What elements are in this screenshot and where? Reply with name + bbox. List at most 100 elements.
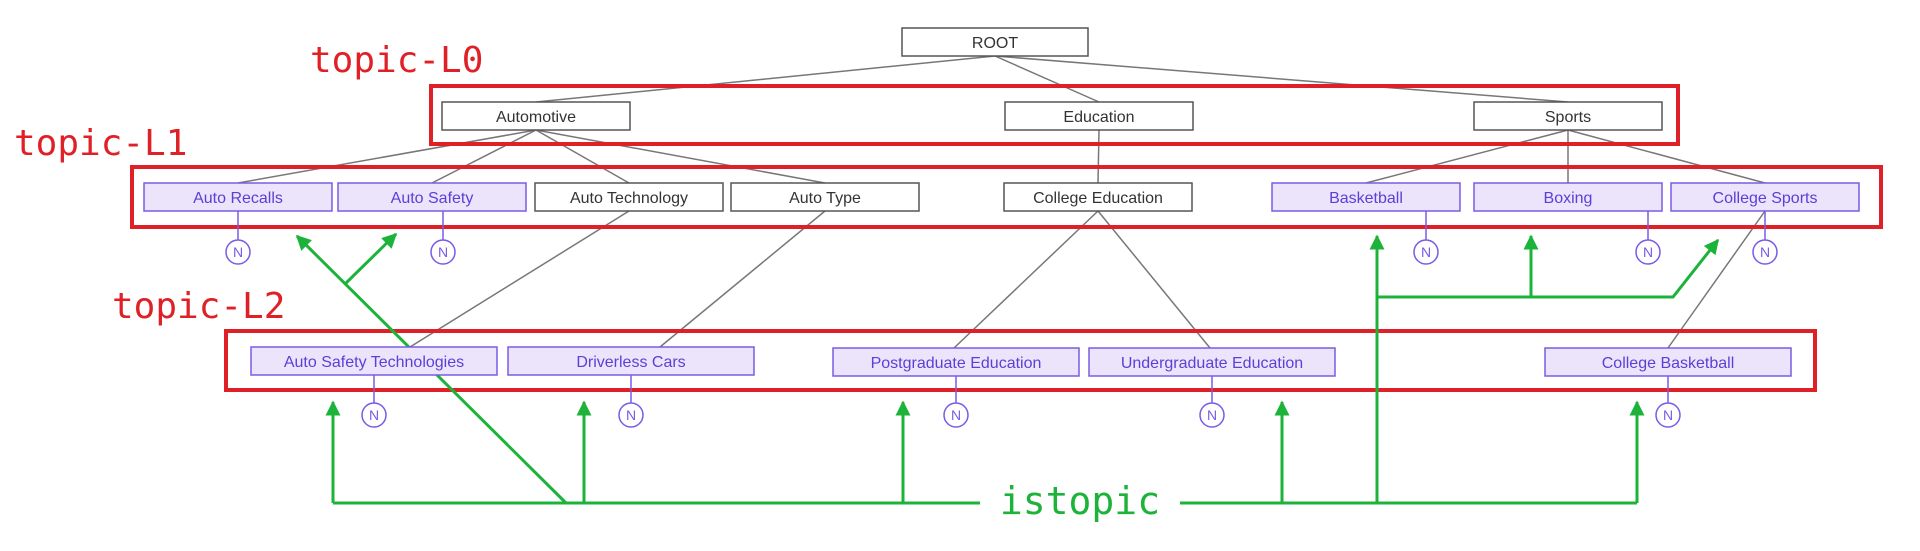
node-box — [1670, 182, 1860, 212]
istopic-arrow-auto-safety — [344, 232, 398, 285]
edge-auto-technology-to-auto-safety-technologies — [409, 210, 630, 348]
node-label: Basketball — [1329, 190, 1403, 207]
node-college-education: College Education — [1003, 182, 1193, 212]
n-badge-text: N — [1421, 244, 1431, 260]
edge-root-to-sports — [994, 55, 1569, 103]
n-badge-college-sports: N — [1752, 211, 1778, 265]
n-badge-text: N — [1643, 244, 1653, 260]
n-badge-text: N — [626, 407, 636, 423]
n-badge-boxing: N — [1635, 211, 1661, 265]
n-badge-circle — [1655, 402, 1681, 428]
node-auto-safety: Auto Safety — [337, 182, 527, 212]
n-badge-circle — [1635, 239, 1661, 265]
node-auto-safety-technologies: Auto Safety Technologies — [250, 346, 498, 376]
node-box — [1003, 182, 1193, 212]
node-root: ROOT — [901, 27, 1089, 57]
node-box — [1544, 347, 1792, 377]
istopic-label: istopic — [1000, 479, 1160, 523]
n-badge-text: N — [438, 244, 448, 260]
edge-sports-to-college-sports — [1567, 129, 1766, 184]
n-badge-text: N — [233, 244, 243, 260]
node-box — [901, 27, 1089, 57]
node-box — [441, 101, 631, 131]
n-badge-undergraduate-education: N — [1199, 376, 1225, 428]
node-label: Auto Technology — [570, 190, 688, 207]
node-label: Sports — [1545, 109, 1591, 126]
istopic-branch-sports — [1377, 238, 1720, 299]
node-automotive: Automotive — [441, 101, 631, 131]
node-label: Auto Safety — [391, 190, 474, 207]
edge-root-to-education — [994, 55, 1100, 103]
group-outlines — [130, 84, 1883, 392]
topic-l1-label: topic-L1 — [14, 123, 187, 164]
edge-automotive-to-auto-technology — [535, 129, 630, 184]
node-box — [337, 182, 527, 212]
node-label: Auto Type — [789, 190, 861, 207]
node-undergraduate-education: Undergraduate Education — [1088, 347, 1336, 377]
node-college-basketball: College Basketball — [1544, 347, 1792, 377]
node-auto-recalls: Auto Recalls — [143, 182, 333, 212]
n-badge-circle — [618, 402, 644, 428]
topic-l2-label: topic-L2 — [112, 286, 285, 327]
n-badge-college-basketball: N — [1655, 376, 1681, 428]
edge-education-to-college-education — [1097, 129, 1100, 184]
topic-l2-outline — [224, 329, 1817, 392]
node-college-sports: College Sports — [1670, 182, 1860, 212]
node-auto-technology: Auto Technology — [534, 182, 724, 212]
edge-automotive-to-auto-type — [535, 129, 826, 184]
node-label: Postgraduate Education — [871, 355, 1042, 372]
edge-college-sports-to-college-basketball — [1667, 210, 1766, 349]
node-label: Driverless Cars — [576, 354, 685, 371]
n-badge-auto-safety-technologies: N — [361, 375, 387, 428]
n-badge-circle — [1199, 402, 1225, 428]
node-label: College Sports — [1713, 190, 1818, 207]
node-basketball: Basketball — [1271, 182, 1461, 212]
node-box — [1473, 101, 1663, 131]
n-badge-text: N — [369, 407, 379, 423]
n-badge-auto-safety: N — [430, 211, 456, 265]
topic-l0-outline — [429, 84, 1680, 146]
node-box — [730, 182, 920, 212]
node-label: ROOT — [972, 35, 1018, 52]
topic-l0-label: topic-L0 — [310, 40, 483, 81]
edge-college-education-to-postgraduate-education — [953, 210, 1099, 349]
node-box — [1473, 182, 1663, 212]
n-badge-circle — [1413, 239, 1439, 265]
node-label: Auto Recalls — [193, 190, 283, 207]
n-badge-basketball: N — [1413, 211, 1439, 265]
n-badge-circle — [430, 239, 456, 265]
node-auto-type: Auto Type — [730, 182, 920, 212]
node-education: Education — [1004, 101, 1194, 131]
node-box — [534, 182, 724, 212]
topic-l1-outline — [130, 165, 1883, 229]
n-badge-text: N — [951, 407, 961, 423]
n-badge-circle — [225, 239, 251, 265]
istopic-arrows — [295, 232, 1720, 505]
node-label: Education — [1063, 109, 1134, 126]
n-badge-auto-recalls: N — [225, 211, 251, 265]
edge-automotive-to-auto-recalls — [237, 129, 537, 184]
edge-auto-type-to-driverless-cars — [659, 210, 826, 348]
n-badge-text: N — [1663, 407, 1673, 423]
node-sports: Sports — [1473, 101, 1663, 131]
istopic-label-bg — [980, 478, 1180, 526]
node-label: Automotive — [496, 109, 576, 126]
n-badge-circle — [1752, 239, 1778, 265]
n-badge-circle — [361, 402, 387, 428]
tree-edges — [237, 55, 1766, 349]
node-box — [507, 346, 755, 376]
edge-college-education-to-undergraduate-education — [1097, 210, 1211, 349]
node-label: Boxing — [1544, 190, 1593, 207]
n-badges: N N N N N N N N N N — [225, 211, 1778, 428]
n-badge-text: N — [1760, 244, 1770, 260]
node-label: College Basketball — [1602, 355, 1735, 372]
node-label: College Education — [1033, 190, 1163, 207]
n-badge-text: N — [1207, 407, 1217, 423]
node-label: Auto Safety Technologies — [284, 354, 464, 371]
n-badge-postgraduate-education: N — [943, 376, 969, 428]
edge-sports-to-basketball — [1365, 129, 1569, 184]
node-postgraduate-education: Postgraduate Education — [832, 347, 1080, 377]
n-badge-driverless-cars: N — [618, 375, 644, 428]
node-box — [250, 346, 498, 376]
